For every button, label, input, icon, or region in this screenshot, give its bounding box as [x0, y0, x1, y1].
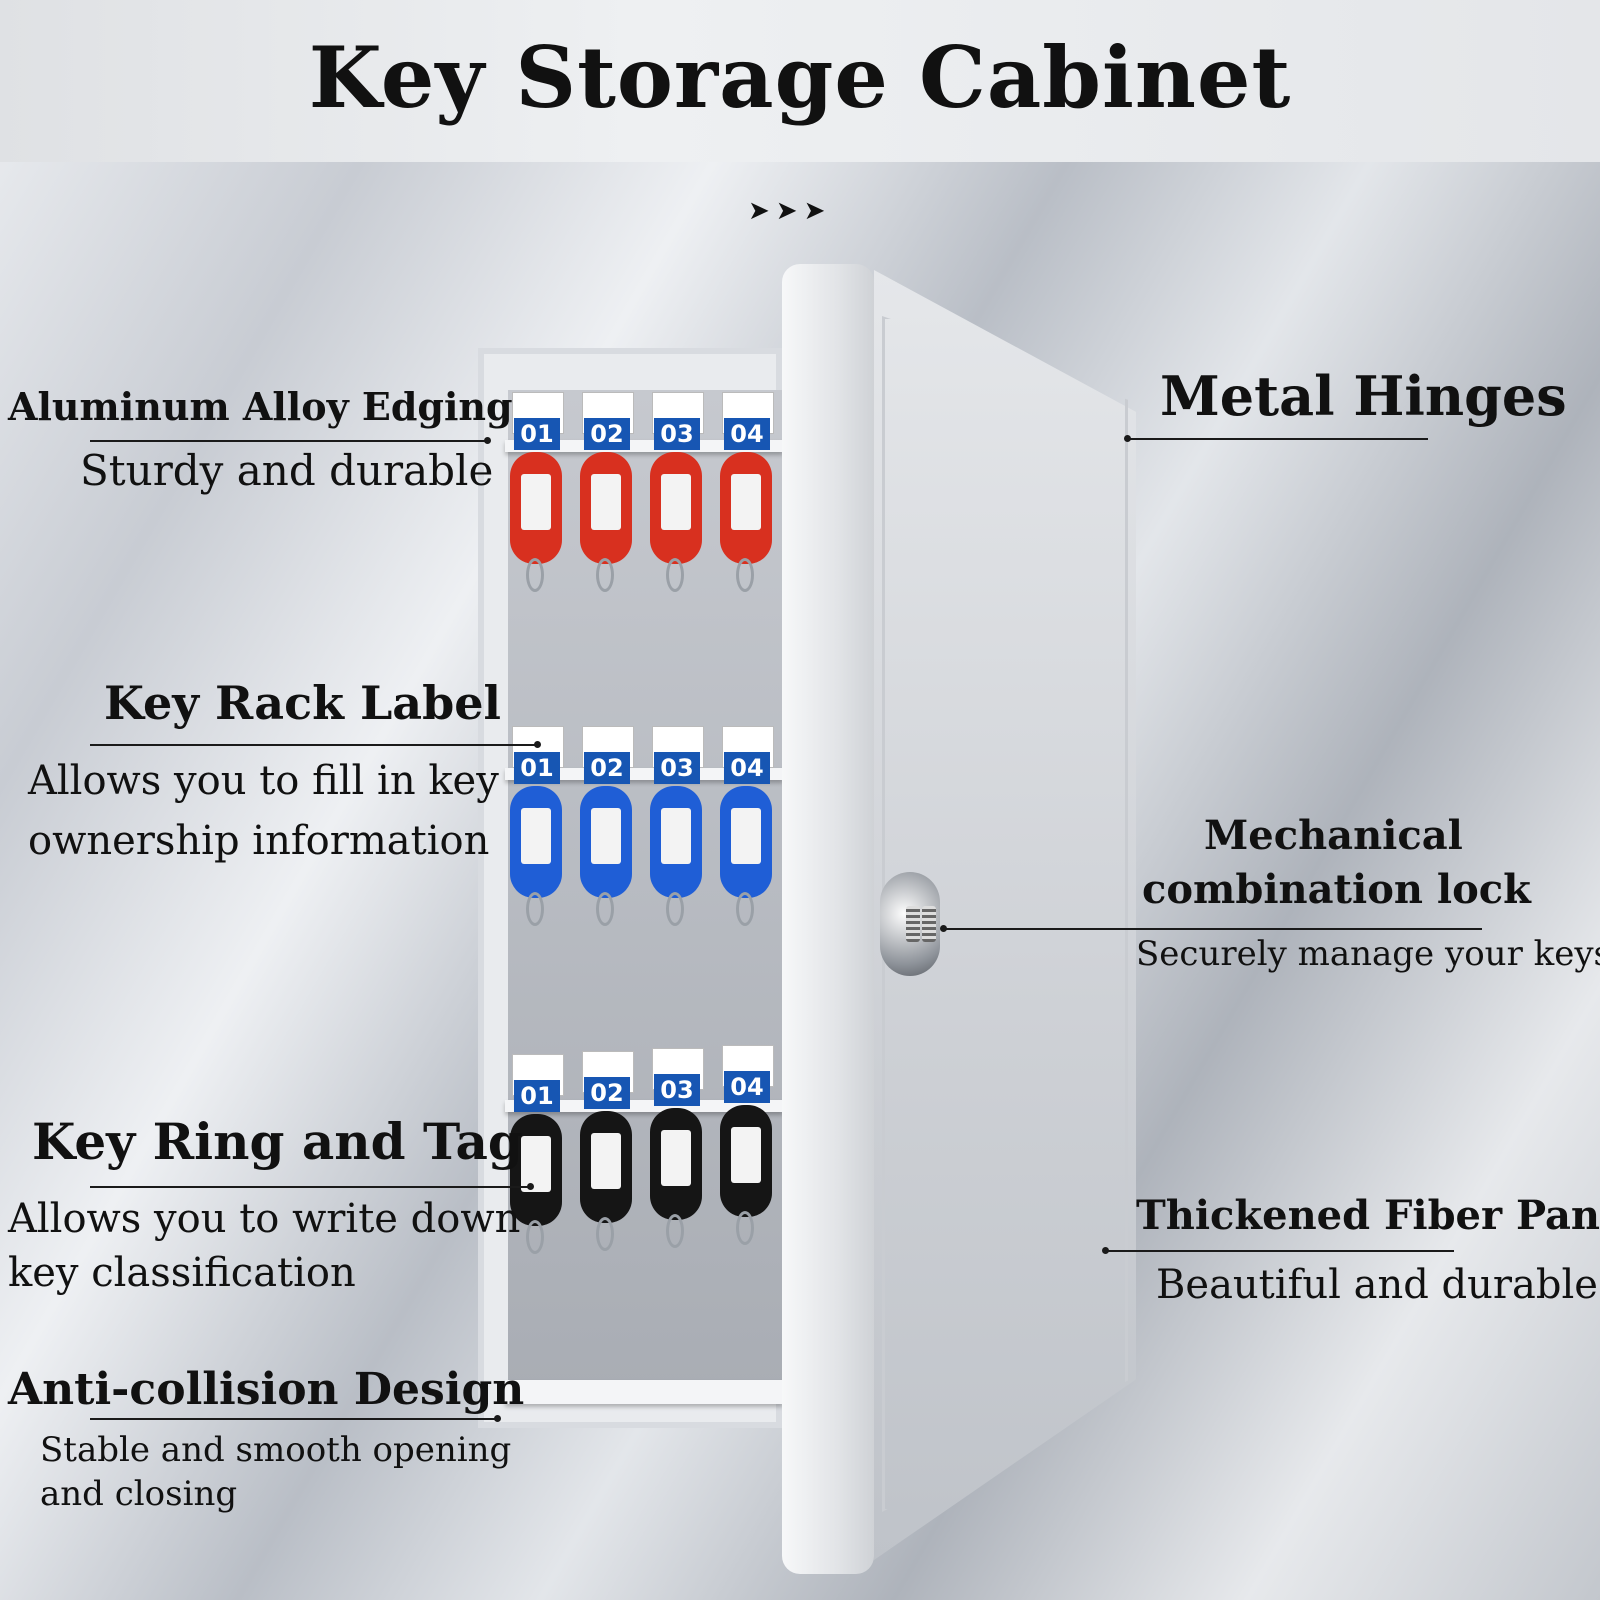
- key-tag-window: [731, 474, 761, 530]
- hook-rail: [505, 1100, 783, 1112]
- metal-hinges-label: Metal Hinges: [1160, 364, 1567, 428]
- rack-number-label: 04: [724, 418, 770, 450]
- rack-number-label: 01: [514, 418, 560, 450]
- anti-collision-desc-line2: and closing: [40, 1474, 238, 1514]
- lock-dial: [906, 906, 920, 942]
- rack-number-label: 02: [584, 418, 630, 450]
- key-ring-tag-label: Key Ring and Tag: [32, 1112, 523, 1171]
- anti-collision-dot: [494, 1415, 501, 1422]
- aluminum-edging-leader: [90, 440, 488, 442]
- title-band: [0, 0, 1600, 162]
- key-tag: [510, 786, 562, 898]
- key-tag-window: [521, 808, 551, 864]
- key-tag-window: [661, 808, 691, 864]
- key-ring-tag-leader: [90, 1186, 530, 1188]
- anti-collision-leader: [90, 1418, 498, 1420]
- rack-number-label: 03: [654, 1074, 700, 1106]
- fiber-panel-dot: [1102, 1247, 1109, 1254]
- rack-number-label: 03: [654, 752, 700, 784]
- key-tag-window: [591, 808, 621, 864]
- anti-collision-desc-line1: Stable and smooth opening: [40, 1430, 512, 1470]
- page-title: Key Storage Cabinet: [308, 28, 1292, 127]
- key-rack-label-leader: [90, 744, 538, 746]
- key-rack-label-desc-line2: ownership information: [28, 818, 490, 864]
- key-ring: [736, 558, 754, 592]
- key-ring: [526, 558, 544, 592]
- key-tag: [720, 1105, 772, 1217]
- aluminum-edging-dot: [484, 437, 491, 444]
- door-aluminum-edge: [782, 264, 874, 1574]
- key-tag-window: [661, 1130, 691, 1186]
- key-rack-label-desc-line1: Allows you to fill in key: [28, 758, 499, 804]
- key-ring: [596, 1217, 614, 1251]
- anti-collision-label: Anti-collision Design: [8, 1364, 525, 1415]
- metal-hinges-leader: [1128, 438, 1428, 440]
- combination-lock: [880, 872, 940, 976]
- key-ring: [596, 892, 614, 926]
- rack-number-label: 02: [584, 752, 630, 784]
- lock-dial: [922, 906, 936, 942]
- rack-number-label: 04: [724, 1071, 770, 1103]
- key-ring-tag-desc-line1: Allows you to write down: [8, 1196, 521, 1242]
- rack-number-label: 01: [514, 1080, 560, 1112]
- key-tag: [650, 452, 702, 564]
- fiber-panel-leader: [1106, 1250, 1454, 1252]
- rack-number-label: 02: [584, 1077, 630, 1109]
- rack-number-label: 03: [654, 418, 700, 450]
- key-tag: [650, 786, 702, 898]
- key-ring: [526, 1220, 544, 1254]
- rack-number-label: 04: [724, 752, 770, 784]
- key-rack-label-label: Key Rack Label: [104, 676, 502, 730]
- hook-rail: [505, 768, 783, 780]
- arrows-decoration: ➤➤➤: [748, 196, 832, 226]
- key-tag-window: [521, 474, 551, 530]
- key-tag: [720, 452, 772, 564]
- key-tag-window: [731, 1127, 761, 1183]
- key-tag-window: [661, 474, 691, 530]
- key-tag: [510, 452, 562, 564]
- combination-lock-label-line1: Mechanical: [1204, 812, 1463, 859]
- combination-lock-label-line2: combination lock: [1142, 866, 1531, 913]
- key-tag-window: [521, 1136, 551, 1192]
- key-ring: [526, 892, 544, 926]
- key-tag-window: [731, 808, 761, 864]
- key-ring: [666, 1214, 684, 1248]
- key-ring: [736, 892, 754, 926]
- key-ring-tag-desc-line2: key classification: [8, 1250, 356, 1296]
- key-tag: [650, 1108, 702, 1220]
- key-ring-tag-dot: [527, 1183, 534, 1190]
- aluminum-edging-label: Aluminum Alloy Edging: [8, 384, 513, 429]
- combination-lock-desc: Securely manage your keys: [1136, 934, 1600, 974]
- bottom-rail: [505, 1380, 783, 1404]
- fiber-panel-desc: Beautiful and durable: [1156, 1262, 1598, 1308]
- aluminum-edging-desc: Sturdy and durable: [80, 446, 494, 495]
- key-tag-window: [591, 474, 621, 530]
- hook-rail: [505, 440, 783, 452]
- key-rack-label-dot: [534, 741, 541, 748]
- key-tag: [720, 786, 772, 898]
- fiber-panel-label: Thickened Fiber Panel: [1136, 1192, 1600, 1239]
- key-ring: [596, 558, 614, 592]
- key-tag: [510, 1114, 562, 1226]
- key-tag: [580, 452, 632, 564]
- key-ring: [666, 558, 684, 592]
- rack-number-label: 01: [514, 752, 560, 784]
- key-tag: [580, 786, 632, 898]
- key-ring: [736, 1211, 754, 1245]
- key-tag-window: [591, 1133, 621, 1189]
- key-ring: [666, 892, 684, 926]
- combination-lock-dot: [940, 925, 947, 932]
- metal-hinges-dot: [1124, 435, 1131, 442]
- combination-lock-leader: [944, 928, 1482, 930]
- key-tag: [580, 1111, 632, 1223]
